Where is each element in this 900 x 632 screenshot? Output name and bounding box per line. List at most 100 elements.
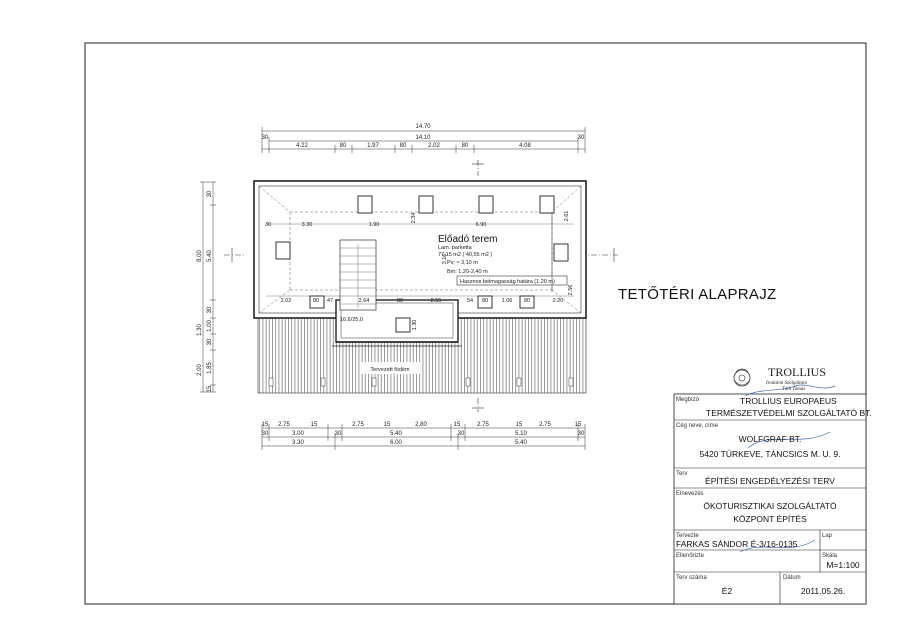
svg-text:1.06: 1.06 xyxy=(502,298,513,304)
room-area: 77,15 m2 ( 40,55 m2 ) xyxy=(438,252,492,258)
project-value-1: ÖKOTURISZTIKAI SZOLGÁLTATÓ xyxy=(703,501,837,511)
project-label: Elnevezés xyxy=(676,491,704,497)
svg-text:2.02: 2.02 xyxy=(281,298,292,304)
svg-text:2.34: 2.34 xyxy=(411,213,417,224)
svg-text:5.40: 5.40 xyxy=(515,440,527,446)
svg-text:2.61: 2.61 xyxy=(564,211,570,222)
svg-text:80: 80 xyxy=(482,298,488,304)
svg-text:15: 15 xyxy=(575,422,582,428)
svg-text:30: 30 xyxy=(578,431,585,437)
svg-text:2.56: 2.56 xyxy=(568,285,574,296)
svg-text:2.55: 2.55 xyxy=(431,298,442,304)
svg-text:15: 15 xyxy=(262,422,269,428)
svg-text:47: 47 xyxy=(327,298,333,304)
date-label: Dátum xyxy=(783,575,801,581)
svg-text:TROLLIUS: TROLLIUS xyxy=(768,365,826,379)
dim-wall-left: 30 xyxy=(262,135,269,141)
designer-label: Tervezte xyxy=(676,533,699,539)
svg-text:2.75: 2.75 xyxy=(539,422,551,428)
title-block xyxy=(673,393,867,605)
dim-seg: 80 xyxy=(400,143,407,149)
svg-text:30: 30 xyxy=(262,431,269,437)
scale-label: Skála xyxy=(822,553,838,559)
firm-name: WOLFGRAF BT. xyxy=(739,434,802,444)
svg-text:1.90: 1.90 xyxy=(369,222,380,228)
usable-height-note: Hasznos belmagasság határa (1,20 m) xyxy=(460,279,555,285)
svg-text:1.85: 1.85 xyxy=(207,362,213,374)
svg-text:1.00: 1.00 xyxy=(207,320,213,332)
dim-inner: 14.10 xyxy=(415,135,431,141)
drawing-no-value: É2 xyxy=(722,586,733,596)
dim-seg: 1.97 xyxy=(367,143,379,149)
bottom-dim-row1: 15 2.75 15 2.75 15 2.80 15 2.75 15 2.75 … xyxy=(262,422,582,428)
svg-text:30: 30 xyxy=(335,431,342,437)
dim-seg: 4.08 xyxy=(519,143,531,149)
svg-text:3.30: 3.30 xyxy=(292,440,304,446)
left-dimension-chain xyxy=(200,181,216,393)
svg-text:2.80: 2.80 xyxy=(415,422,427,428)
checked-label: Ellenőrizte xyxy=(676,553,705,559)
company-stamp: TROLLIUS Irodalmi Szolgáltató Tóth Tamás xyxy=(733,365,836,553)
sheet-border xyxy=(84,42,867,605)
svg-text:15: 15 xyxy=(454,422,461,428)
svg-text:3.30: 3.30 xyxy=(302,222,313,228)
date-value: 2011.05.26. xyxy=(801,586,845,596)
svg-text:15: 15 xyxy=(384,422,391,428)
flower-logo-icon xyxy=(733,369,751,387)
svg-text:5.40: 5.40 xyxy=(390,431,402,437)
svg-text:30: 30 xyxy=(265,222,271,228)
svg-text:15: 15 xyxy=(516,422,523,428)
dim-wall-right: 30 xyxy=(578,135,585,141)
inner-dim-labels: 30 3.30 1.90 2.34 6.90 2.61 2.02 80 47 2… xyxy=(265,211,574,331)
svg-text:6.90: 6.90 xyxy=(476,222,487,228)
drawing-no-label: Terv száma xyxy=(676,575,707,581)
svg-text:6.00: 6.00 xyxy=(390,440,402,446)
svg-text:54: 54 xyxy=(467,298,473,304)
client-label: Megbízó xyxy=(676,397,700,403)
room-name: Előadó terem xyxy=(438,234,497,245)
svg-text:3.16: 3.16 xyxy=(442,254,448,265)
floor-plan xyxy=(253,180,587,394)
room-bm: Bm: 1,20-2,40 m xyxy=(447,269,488,275)
dim-seg: 80 xyxy=(462,143,469,149)
svg-text:2.64: 2.64 xyxy=(359,298,370,304)
svg-text:Irodalmi Szolgáltató: Irodalmi Szolgáltató xyxy=(765,381,808,386)
svg-text:3.00: 3.00 xyxy=(292,431,304,437)
svg-text:80: 80 xyxy=(524,298,530,304)
designer-value: FARKAS SÁNDOR É-3/16-0135 xyxy=(676,539,798,549)
dim-seg: 2.02 xyxy=(428,143,440,149)
client-value: TROLLIUS EUROPAEUS xyxy=(740,396,837,406)
svg-text:30: 30 xyxy=(207,190,213,197)
room-floor: Lam. parketta xyxy=(438,245,473,251)
project-value-2: KÖZPONT ÉPÍTÉS xyxy=(733,514,807,524)
svg-text:2.75: 2.75 xyxy=(477,422,489,428)
bottom-dim-row2: 30 3.00 30 5.40 30 5.10 30 xyxy=(262,431,585,437)
svg-text:80: 80 xyxy=(313,298,319,304)
svg-text:5.40: 5.40 xyxy=(207,250,213,262)
svg-text:2.20: 2.20 xyxy=(553,298,564,304)
client-value-2: TERMÉSZETVÉDELMI SZOLGÁLTATÓ BT. xyxy=(706,408,872,418)
room-pv: Pv: ≈ 3,10 m xyxy=(447,260,478,266)
stair-label: 16,6/25,0 xyxy=(340,317,363,323)
dim-overall: 14.70 xyxy=(415,124,431,130)
bottom-dim-row3: 3.30 6.00 5.40 xyxy=(292,440,527,446)
deck-label: Tervezett födém xyxy=(370,367,410,373)
svg-text:Tóth Tamás: Tóth Tamás xyxy=(782,387,805,392)
svg-text:30: 30 xyxy=(458,431,465,437)
svg-text:2.75: 2.75 xyxy=(352,422,364,428)
top-dimension-chain xyxy=(261,127,586,153)
axis-markers xyxy=(224,160,618,412)
plan-value: ÉPÍTÉSI ENGEDÉLYEZÉSI TERV xyxy=(705,476,835,486)
svg-text:30: 30 xyxy=(207,338,213,345)
svg-text:2.00: 2.00 xyxy=(197,364,203,376)
dim-seg: 80 xyxy=(340,143,347,149)
svg-text:2.75: 2.75 xyxy=(278,422,290,428)
svg-text:15: 15 xyxy=(311,422,318,428)
svg-text:5.10: 5.10 xyxy=(515,431,527,437)
sheet-label: Lap xyxy=(822,533,833,539)
svg-text:1.30: 1.30 xyxy=(412,320,418,331)
scale-value: M=1:100 xyxy=(826,560,860,570)
dim-seg: 4.22 xyxy=(296,143,308,149)
firm-label: Cég neve, címe xyxy=(676,423,719,429)
